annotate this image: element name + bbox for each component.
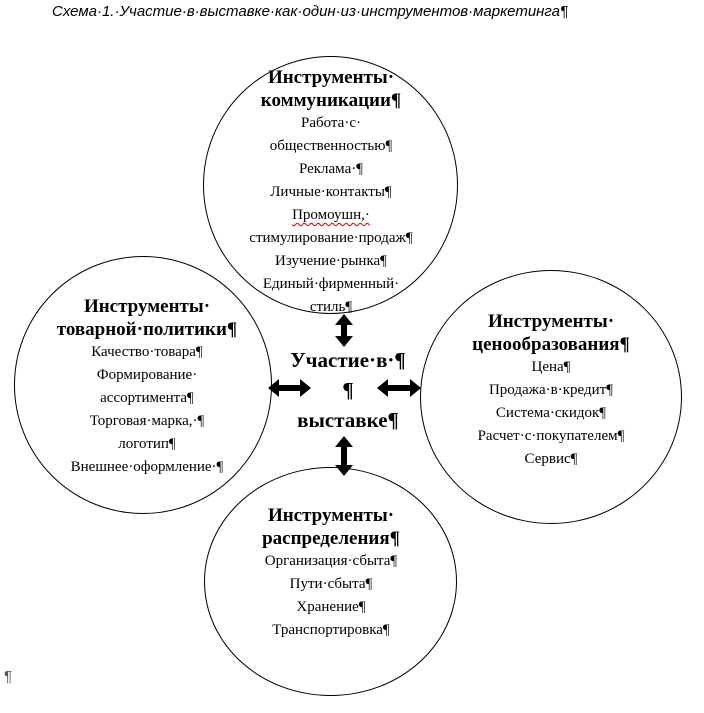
diagram-caption: Схема·1.·Участие·в·выставке·как·один·из·… bbox=[52, 3, 569, 20]
distribution-item: Пути·сбыта¶ bbox=[289, 576, 373, 592]
distribution-title-line2: распределения¶ bbox=[262, 528, 400, 549]
communication-item-wavy: Промоушн,· bbox=[223, 204, 439, 227]
communication-item: стимулирование·продаж¶ bbox=[249, 230, 413, 246]
product-item: Торговая·марка,·¶ bbox=[89, 413, 205, 429]
distribution-item: Хранение¶ bbox=[296, 599, 366, 615]
product-item: ассортимента¶ bbox=[100, 390, 194, 406]
product-item: Формирование· bbox=[96, 367, 198, 383]
communication-item: Промоушн,· bbox=[292, 207, 370, 223]
distribution-tools: Инструменты· распределения¶ Организация·… bbox=[224, 504, 438, 642]
center-line1: Участие·в·¶ bbox=[290, 348, 406, 372]
product-item: Внешнее·оформление·¶ bbox=[70, 459, 224, 475]
center-line2: ¶ bbox=[342, 378, 354, 402]
pricing-title-line1: Инструменты· bbox=[487, 311, 615, 332]
paragraph-mark: ¶ bbox=[4, 668, 13, 685]
exhibition-participation: Участие·в·¶ ¶ выставке¶ bbox=[268, 345, 428, 435]
product-circle bbox=[14, 256, 272, 514]
communication-item: Работа·с· bbox=[301, 115, 361, 131]
distribution-circle bbox=[204, 467, 457, 696]
pricing-item: Цена¶ bbox=[531, 359, 571, 375]
communication-item: стиль¶ bbox=[309, 299, 353, 315]
arrow-to-product bbox=[268, 379, 311, 397]
distribution-title-line1: Инструменты· bbox=[267, 505, 395, 526]
communication-item: Изучение·рынка¶ bbox=[275, 253, 387, 269]
distribution-item: Транспортировка¶ bbox=[272, 622, 390, 638]
product-policy-tools: Инструменты· товарной·политики¶ Качество… bbox=[29, 295, 265, 479]
distribution-item: Организация·сбыта¶ bbox=[264, 553, 398, 569]
product-title-line1: Инструменты· bbox=[83, 296, 211, 317]
communication-item: Личные·контакты¶ bbox=[270, 184, 392, 200]
pricing-circle bbox=[420, 270, 682, 524]
center-line3: выставке¶ bbox=[297, 408, 399, 432]
pricing-item: Продажа·в·кредит¶ bbox=[488, 382, 614, 398]
communication-tools: Инструменты· коммуникации¶ Работа·с· общ… bbox=[223, 66, 439, 319]
pricing-item: Расчет·с·покупателем¶ bbox=[477, 428, 625, 444]
communication-item: общественностью¶ bbox=[269, 138, 393, 154]
pricing-title-line2: ценообразования¶ bbox=[472, 334, 630, 355]
communication-title-line2: коммуникации¶ bbox=[260, 90, 402, 111]
pricing-tools: Инструменты· ценообразования¶ Цена¶ Прод… bbox=[438, 310, 664, 471]
arrow-to-distribution bbox=[335, 436, 353, 476]
communication-item: Единый·фирменный· bbox=[262, 276, 400, 292]
pricing-item: Сервис¶ bbox=[524, 451, 578, 467]
arrow-to-communication bbox=[335, 314, 353, 347]
product-title-line2: товарной·политики¶ bbox=[56, 319, 238, 340]
communication-title-line1: Инструменты· bbox=[267, 67, 395, 88]
product-item: логотип¶ bbox=[118, 436, 176, 452]
pricing-item: Система·скидок¶ bbox=[495, 405, 607, 421]
product-item: Качество·товара¶ bbox=[91, 344, 203, 360]
communication-item: Реклама·¶ bbox=[298, 161, 364, 177]
arrow-to-pricing bbox=[377, 379, 421, 397]
communication-circle bbox=[203, 56, 458, 314]
